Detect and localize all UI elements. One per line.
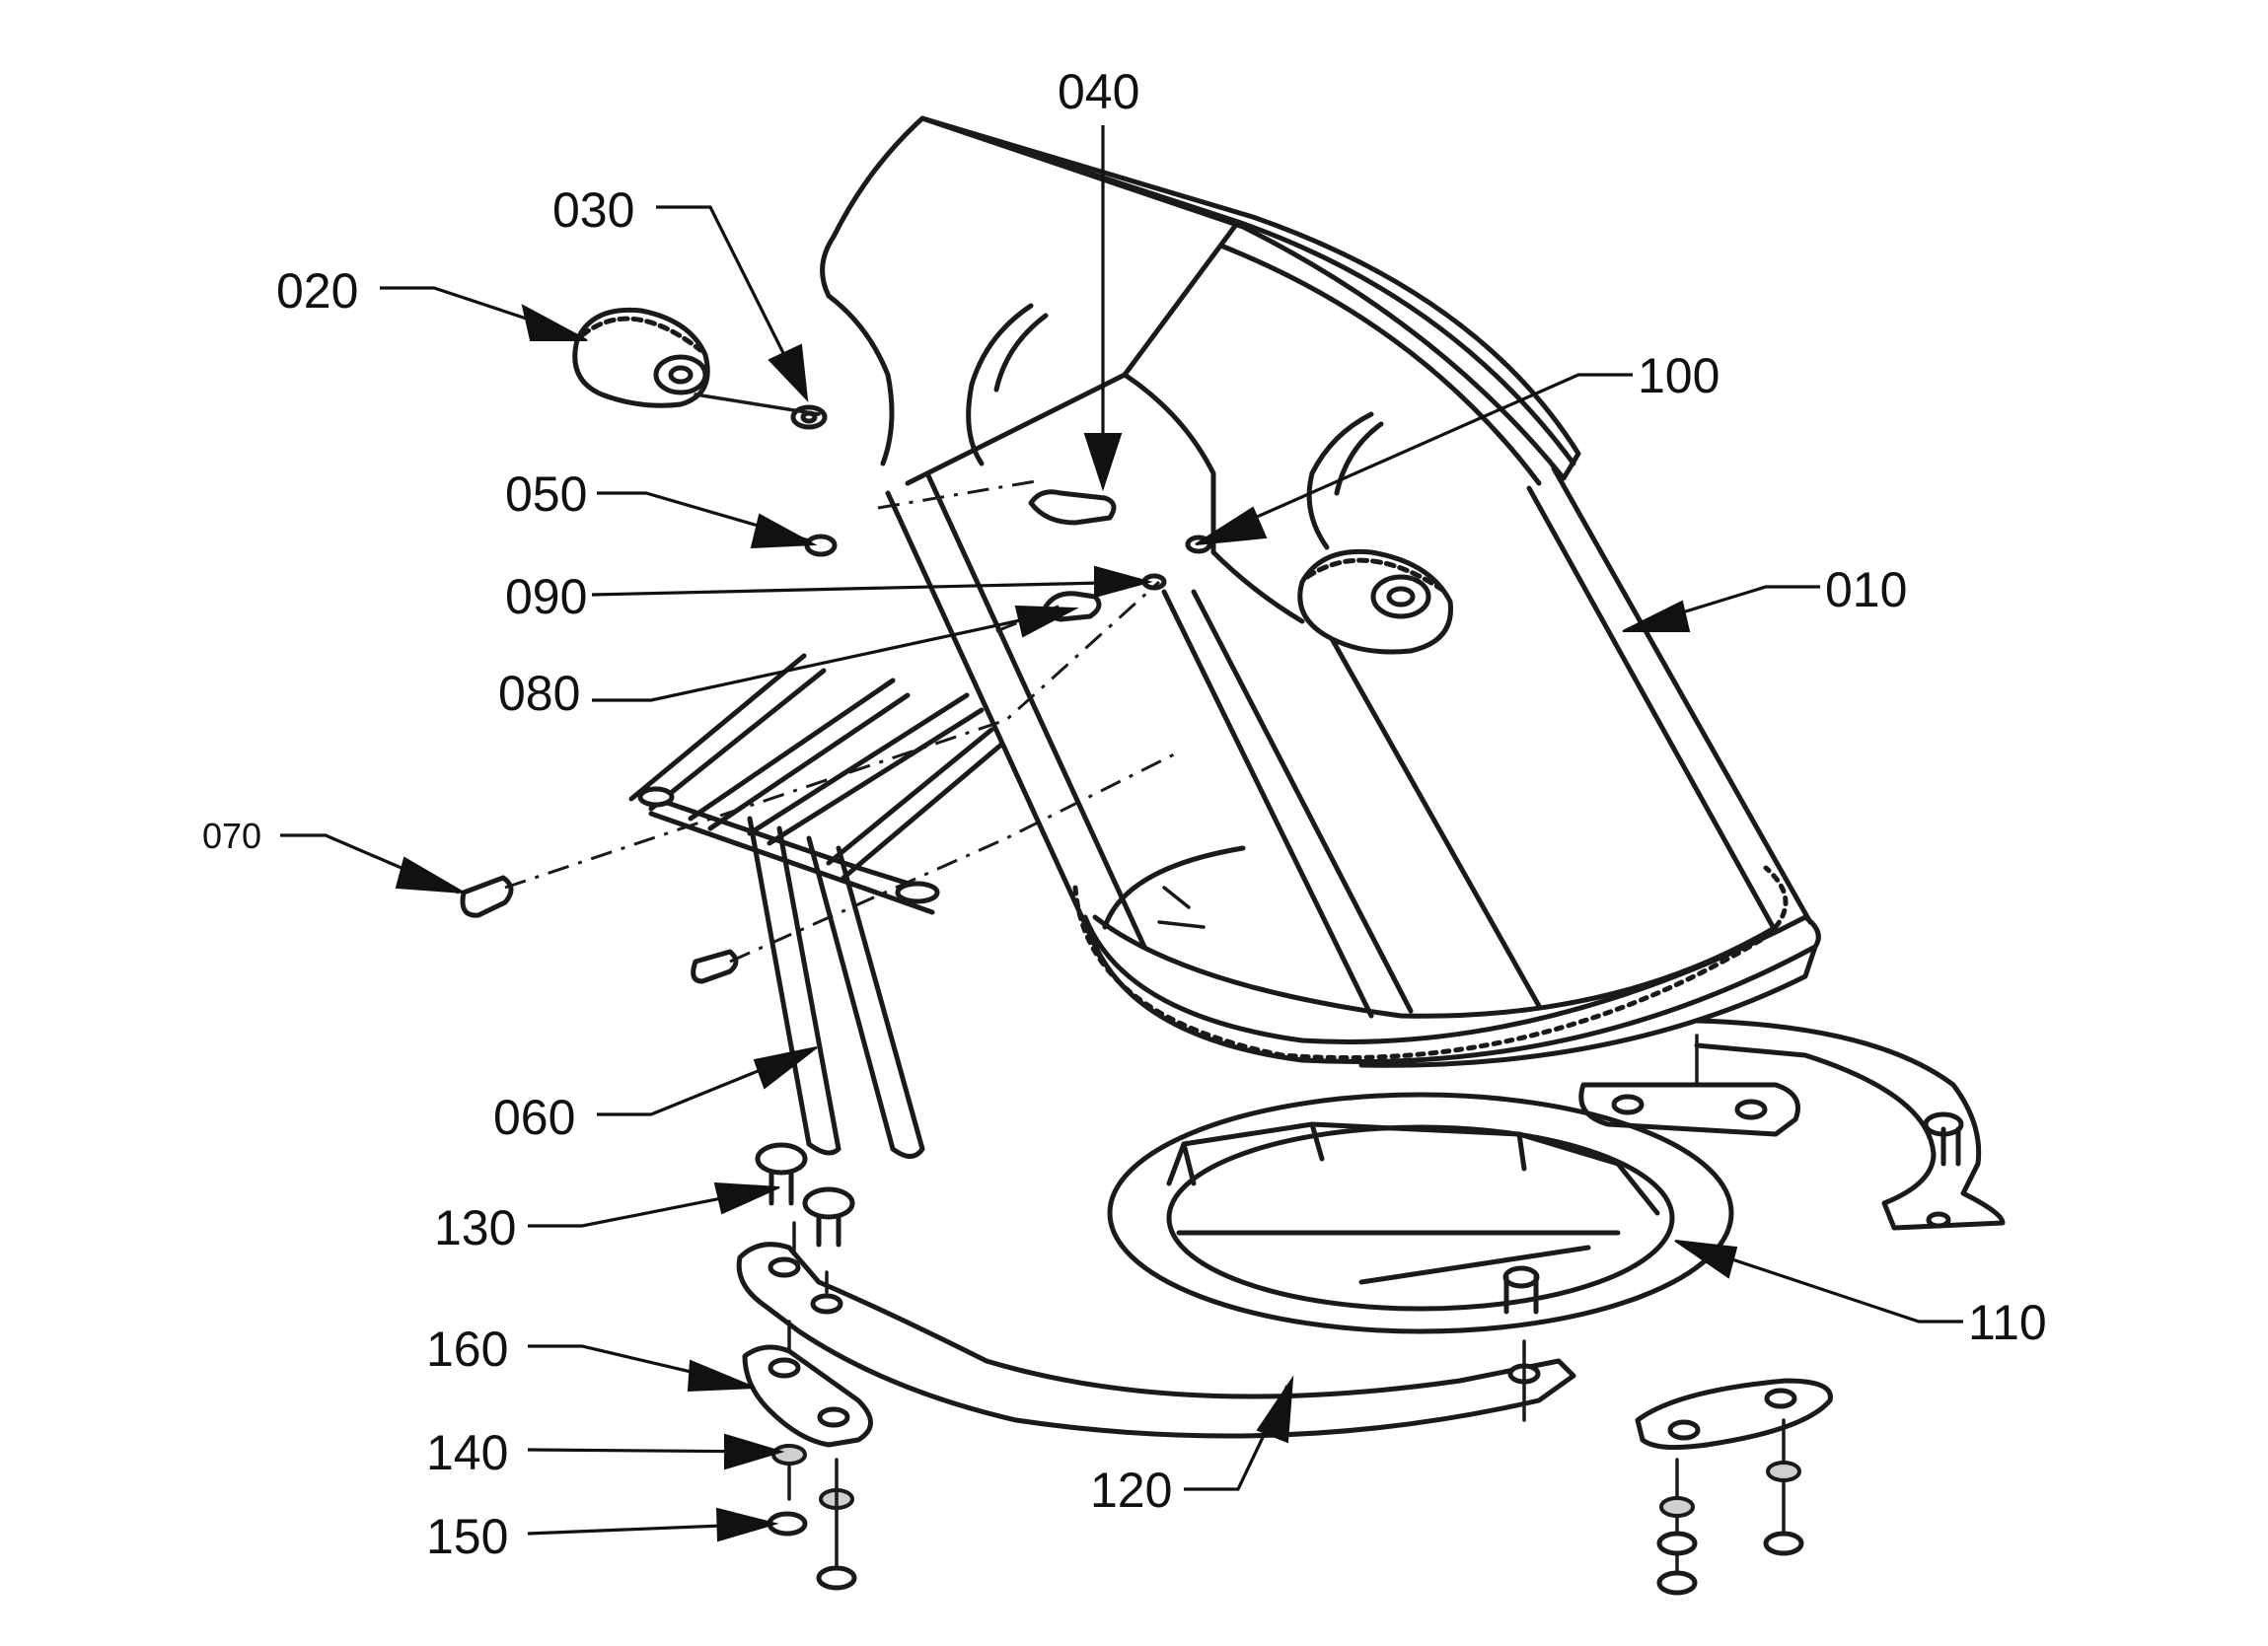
knob-right xyxy=(1297,548,1453,655)
label-140: 140 xyxy=(426,1425,508,1480)
chute-body xyxy=(820,115,1813,1019)
deflector-rack xyxy=(628,653,1004,1159)
label-050: 050 xyxy=(505,466,587,522)
label-030: 030 xyxy=(552,182,634,238)
label-100: 100 xyxy=(1638,348,1719,403)
label-080: 080 xyxy=(498,666,580,721)
label-090: 090 xyxy=(505,569,587,624)
label-160: 160 xyxy=(426,1322,508,1377)
leader-lines xyxy=(280,125,1963,1542)
mount-arm-right xyxy=(1578,1018,2006,1231)
knob-left xyxy=(572,307,710,408)
bracket-plate-right xyxy=(1635,1378,1833,1451)
label-130: 130 xyxy=(434,1200,516,1255)
label-110: 110 xyxy=(1968,1295,2047,1350)
label-020: 020 xyxy=(276,263,358,319)
reference-labels: 040 030 020 050 090 080 070 100 010 060 … xyxy=(202,64,2047,1564)
label-060: 060 xyxy=(493,1090,575,1145)
mount-arm-left xyxy=(736,1221,1576,1439)
rack-bolts xyxy=(460,875,739,984)
washers-and-nuts xyxy=(767,1418,1804,1596)
bolts xyxy=(755,1142,855,1248)
bracket-plate-left xyxy=(742,1320,873,1448)
base-ring xyxy=(1107,1092,1734,1334)
label-070: 070 xyxy=(202,816,261,856)
pin-040 xyxy=(1028,489,1117,526)
label-040: 040 xyxy=(1058,64,1139,119)
label-150: 150 xyxy=(426,1509,508,1564)
label-010: 010 xyxy=(1825,562,1907,617)
label-120: 120 xyxy=(1090,1463,1172,1518)
gear-ring xyxy=(1072,865,1821,1068)
